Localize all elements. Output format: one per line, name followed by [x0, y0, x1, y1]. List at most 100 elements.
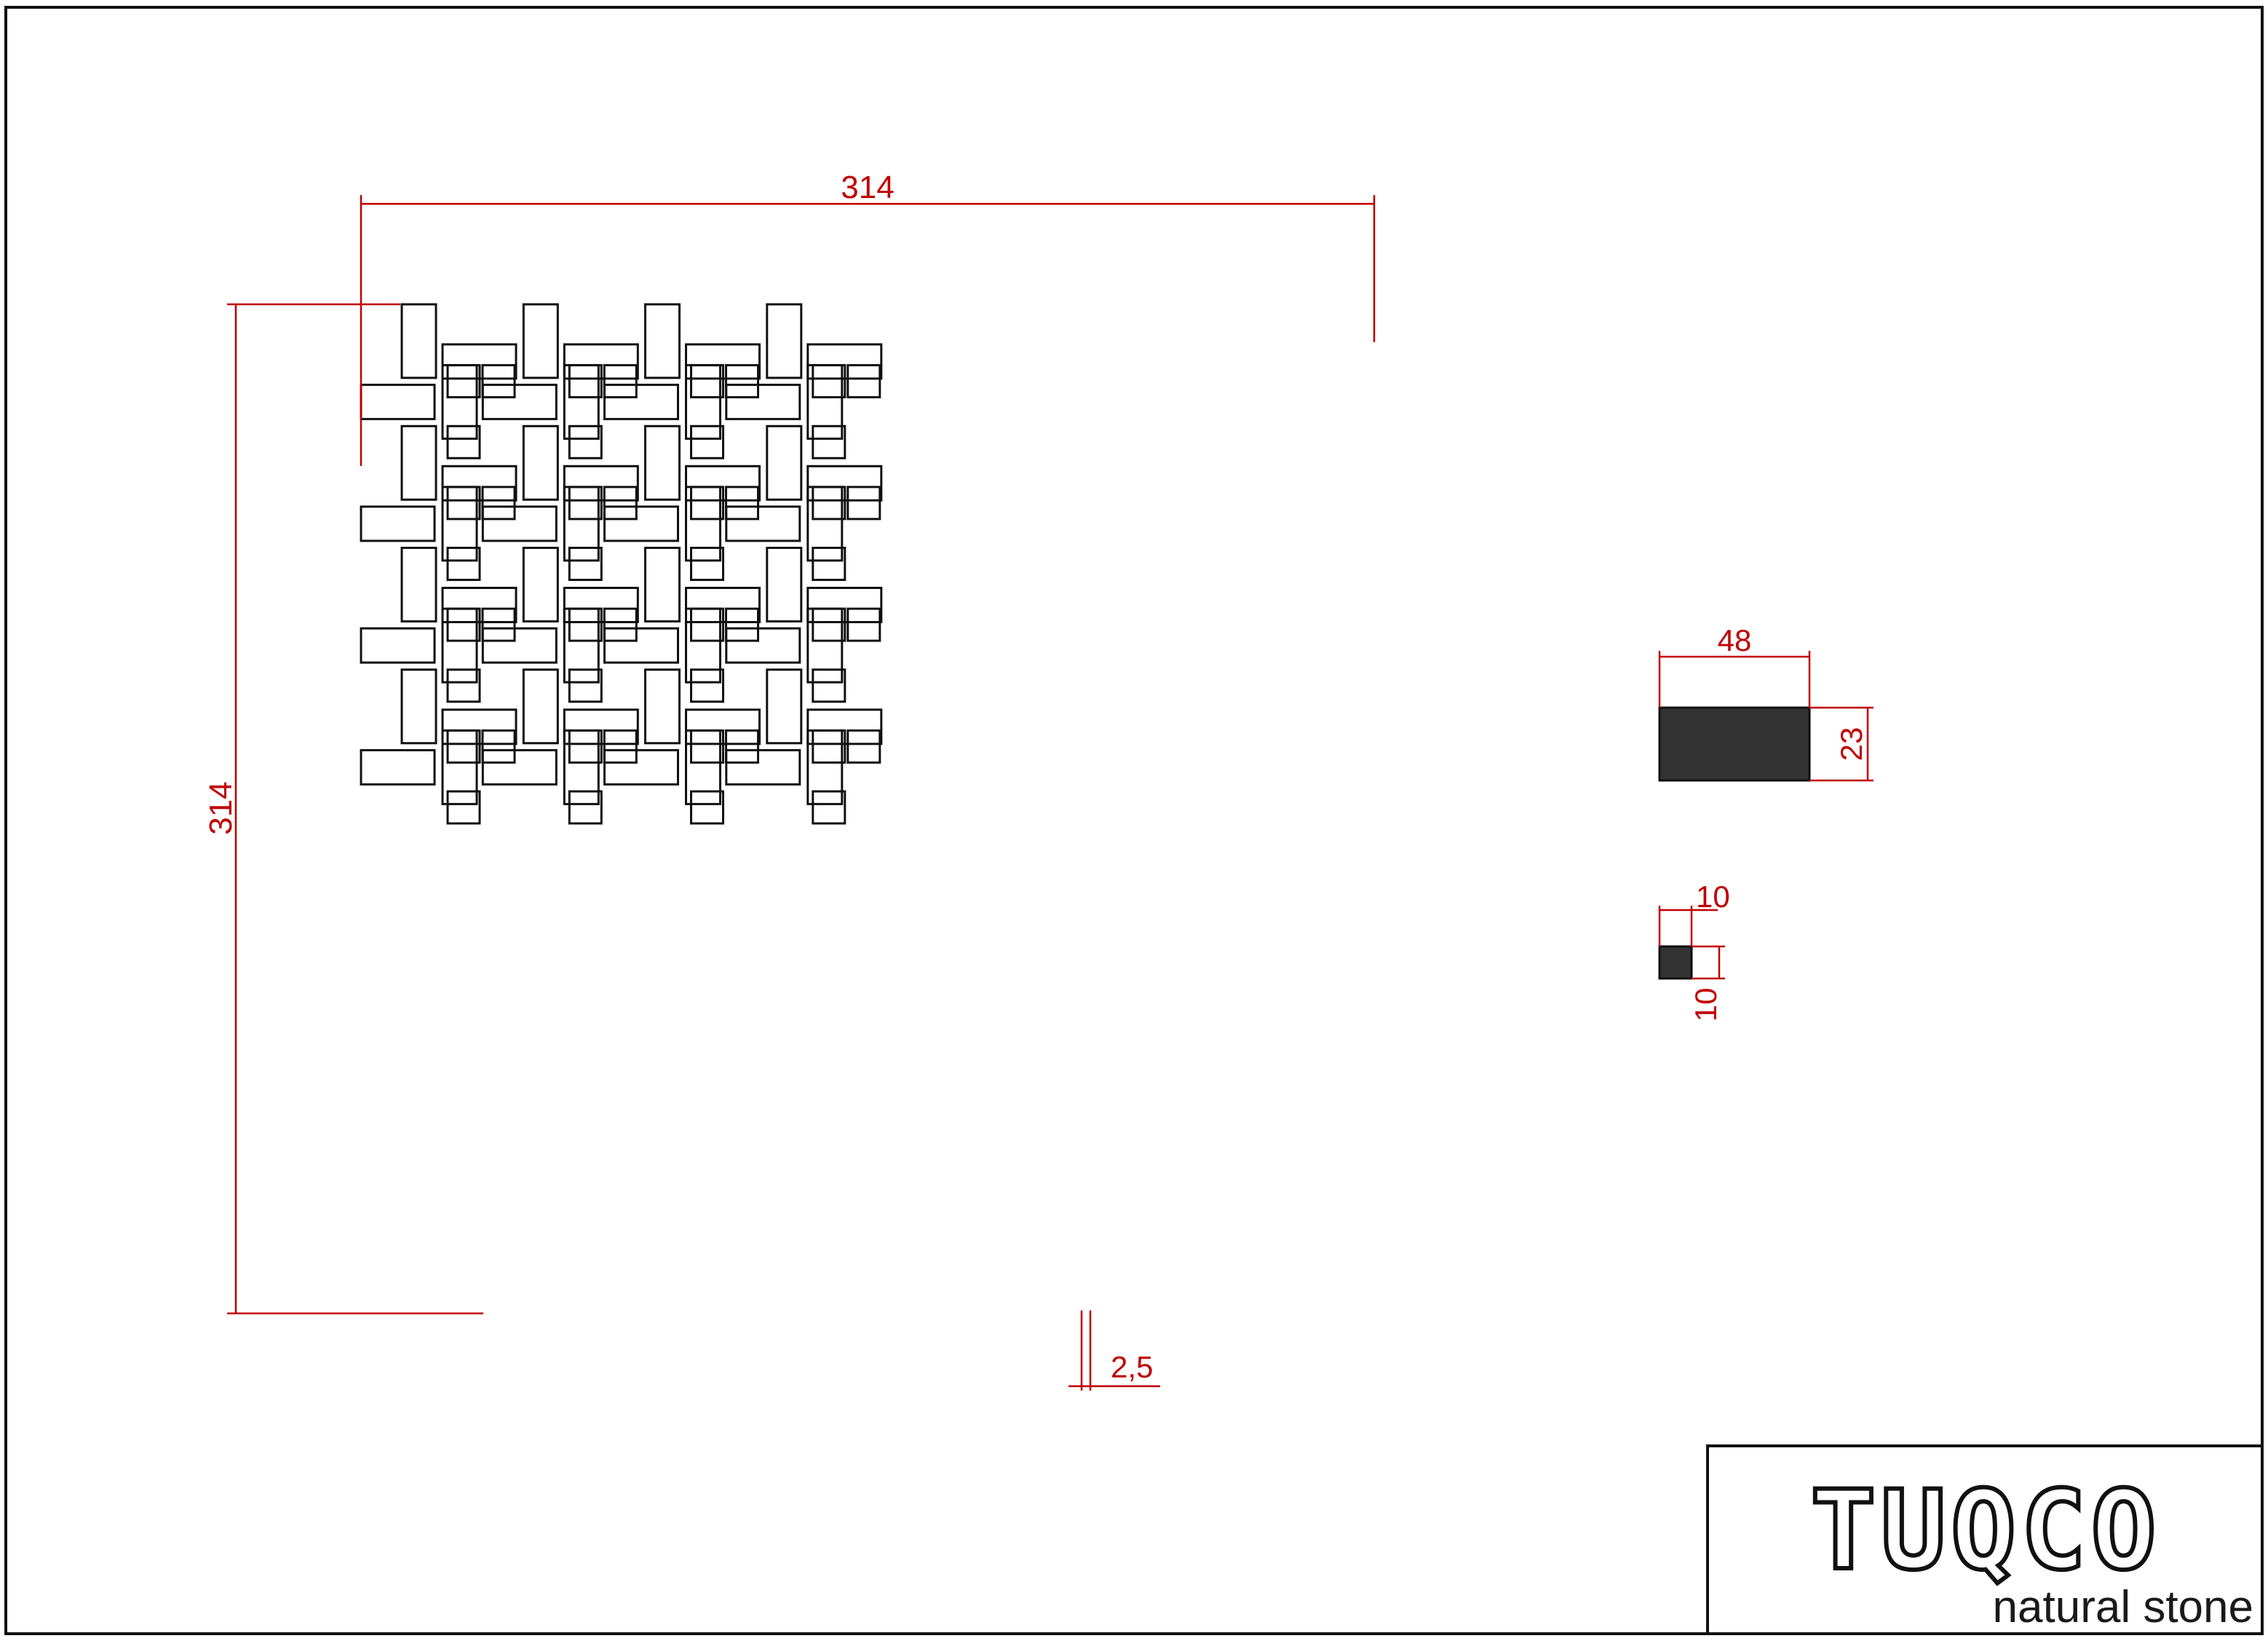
mosaic-square-tile	[725, 486, 759, 521]
mosaic-vertical-brick	[522, 547, 559, 622]
height-dimension	[227, 303, 483, 1315]
square-tile-width-label: 10	[1696, 879, 1730, 914]
mosaic-square-tile	[446, 790, 481, 825]
mosaic-square-tile	[690, 486, 724, 521]
mosaic-horizontal-brick	[603, 505, 679, 542]
mosaic-horizontal-brick	[360, 627, 436, 664]
mosaic-horizontal-brick	[360, 505, 436, 542]
mosaic-horizontal-brick	[360, 748, 436, 786]
rectangle-tile-detail	[1658, 706, 1811, 782]
mosaic-vertical-brick	[522, 668, 559, 745]
mosaic-horizontal-brick	[481, 748, 558, 786]
mosaic-square-tile	[812, 668, 846, 703]
mosaic-horizontal-brick	[603, 748, 679, 786]
mosaic-square-tile	[812, 607, 846, 642]
sheet-border	[4, 6, 2264, 1635]
mosaic-square-tile	[568, 668, 603, 703]
mosaic-vertical-brick	[400, 303, 437, 379]
mosaic-square-tile	[812, 424, 846, 459]
mosaic-horizontal-brick	[603, 627, 679, 664]
mosaic-square-tile	[690, 790, 724, 825]
mosaic-square-tile	[690, 424, 724, 459]
mosaic-square-tile	[603, 486, 638, 521]
mosaic-square-tile	[603, 364, 638, 399]
mosaic-vertical-brick	[400, 547, 437, 622]
title-block	[1706, 1444, 2264, 1635]
mosaic-square-tile	[568, 547, 603, 581]
mosaic-square-tile	[846, 486, 881, 521]
gap-dimension-label: 2,5	[1111, 1350, 1153, 1384]
mosaic-vertical-brick	[766, 424, 803, 501]
gap-dimension	[1068, 1310, 1160, 1391]
mosaic-horizontal-brick	[360, 384, 436, 421]
mosaic-vertical-brick	[766, 668, 803, 745]
mosaic-square-tile	[446, 607, 481, 642]
mosaic-horizontal-brick	[725, 748, 801, 786]
mosaic-square-tile	[690, 729, 724, 764]
mosaic-square-tile	[568, 424, 603, 459]
rectangle-tile-width-label: 48	[1718, 623, 1752, 657]
mosaic-square-tile	[446, 668, 481, 703]
mosaic-square-tile	[846, 607, 881, 642]
mosaic-square-tile	[812, 364, 846, 399]
mosaic-square-tile	[690, 364, 724, 399]
square-tile-dimensions	[1658, 906, 1725, 980]
mosaic-square-tile	[725, 729, 759, 764]
mosaic-vertical-brick	[766, 547, 803, 622]
mosaic-horizontal-brick	[481, 505, 558, 542]
mosaic-square-tile	[481, 607, 516, 642]
mosaic-square-tile	[812, 486, 846, 521]
mosaic-square-tile	[846, 729, 881, 764]
square-tile-height-label: 10	[1689, 988, 1723, 1022]
mosaic-horizontal-brick	[603, 384, 679, 421]
mosaic-horizontal-brick	[725, 384, 801, 421]
mosaic-square-tile	[568, 790, 603, 825]
brand-logo: TUQCO	[1810, 1468, 2161, 1594]
mosaic-vertical-brick	[644, 668, 681, 745]
mosaic-vertical-brick	[766, 303, 803, 379]
mosaic-horizontal-brick	[481, 627, 558, 664]
mosaic-square-tile	[446, 364, 481, 399]
rectangle-tile-height-label: 23	[1834, 727, 1868, 762]
mosaic-square-tile	[446, 729, 481, 764]
mosaic-vertical-brick	[400, 424, 437, 501]
mosaic-vertical-brick	[522, 303, 559, 379]
mosaic-vertical-brick	[522, 424, 559, 501]
mosaic-square-tile	[690, 607, 724, 642]
mosaic-square-tile	[690, 547, 724, 581]
mosaic-vertical-brick	[644, 547, 681, 622]
mosaic-horizontal-brick	[725, 627, 801, 664]
height-dimension-label: 314	[203, 781, 239, 834]
rectangle-tile-dimensions	[1658, 651, 1874, 782]
mosaic-horizontal-brick	[725, 505, 801, 542]
square-tile-detail	[1658, 945, 1693, 980]
basketweave-mosaic-panel	[360, 303, 883, 825]
mosaic-square-tile	[725, 607, 759, 642]
mosaic-square-tile	[481, 486, 516, 521]
mosaic-square-tile	[446, 486, 481, 521]
mosaic-vertical-brick	[400, 668, 437, 745]
mosaic-vertical-brick	[644, 303, 681, 379]
mosaic-square-tile	[725, 364, 759, 399]
width-dimension	[360, 195, 1376, 466]
mosaic-square-tile	[812, 729, 846, 764]
mosaic-square-tile	[568, 364, 603, 399]
mosaic-square-tile	[812, 547, 846, 581]
mosaic-square-tile	[603, 607, 638, 642]
mosaic-square-tile	[812, 790, 846, 825]
mosaic-square-tile	[568, 486, 603, 521]
mosaic-square-tile	[446, 547, 481, 581]
mosaic-square-tile	[603, 729, 638, 764]
brand-tagline: natural stone	[1993, 1582, 2253, 1632]
width-dimension-label: 314	[841, 170, 894, 205]
mosaic-square-tile	[446, 424, 481, 459]
mosaic-square-tile	[690, 668, 724, 703]
mosaic-square-tile	[481, 364, 516, 399]
mosaic-square-tile	[846, 364, 881, 399]
mosaic-square-tile	[568, 729, 603, 764]
mosaic-square-tile	[568, 607, 603, 642]
mosaic-vertical-brick	[644, 424, 681, 501]
mosaic-horizontal-brick	[481, 384, 558, 421]
mosaic-square-tile	[481, 729, 516, 764]
